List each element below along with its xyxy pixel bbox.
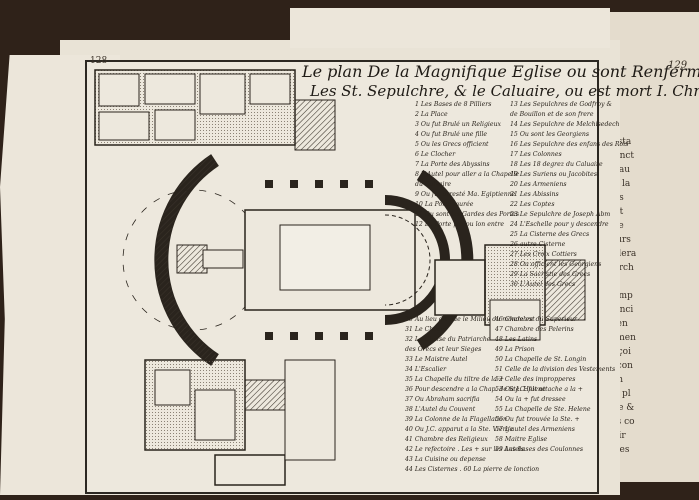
legend-entry: de Bouillon et de son frere — [510, 111, 594, 118]
legend-entry: 59 Les bases des Coulonnes — [495, 446, 584, 453]
church-floor-plan — [94, 69, 586, 486]
legend-entry: 2 La Place — [415, 111, 448, 118]
legend-entry: 5 Ou les Grecs officient — [415, 141, 489, 148]
legend-entry: 41 Chambre des Religieux — [405, 436, 488, 443]
legend-entry: 49 La Prison — [495, 346, 535, 353]
right-page-text-fragment: lemen — [608, 333, 636, 343]
legend-entry: 51 Celle de la division des Vestements — [495, 366, 616, 373]
legend-entry: 30 Au lieu dit que le Milieu du monde es… — [405, 316, 535, 323]
sheet-top-margin — [290, 8, 610, 48]
legend-entry: 6 Le Clocher — [415, 151, 456, 158]
legend-entry: 12 La Porte par ou lon entre — [415, 221, 504, 228]
legend-entry: 31 Le Choeur — [405, 326, 448, 333]
legend-entry: 9 Ou fut arresté Ma. Egiptienne — [415, 191, 516, 198]
right-page-text-fragment: fes co — [608, 417, 635, 427]
legend-entry: 1 Les Bases de 8 Pilliers — [415, 101, 492, 108]
north-buildings — [94, 69, 336, 151]
legend-entry: 54 Ou la + fut dressee — [495, 396, 566, 403]
legend-right-column-2: 13 Les Sepulchres de Godfroy & de Bouillo… — [510, 100, 628, 290]
legend-entry: 15 Ou sont les Georgiens — [510, 131, 590, 138]
legend-entry: 4 Ou fut Brulé une fille — [415, 131, 488, 138]
legend-entry: 38 L'Autel du Couvent — [405, 406, 476, 413]
right-page-text-fragment: pre & — [608, 403, 635, 413]
legend-entry: 19 Les Suriens ou Jacobites — [510, 171, 598, 178]
legend-entry: 17 Les Colonnes — [510, 151, 562, 158]
legend-entry: 56 Ou fut trouvée la Ste. + — [495, 416, 580, 423]
right-page-text-fragment: comp — [608, 291, 633, 301]
legend-bottom-column-2: 46 Chambre du Superieur 47 Chambre des Pe… — [495, 315, 615, 455]
legend-entry: 55 La Chapelle de Ste. Helene — [495, 406, 591, 413]
legend-entry: 20 Les Armeniens — [510, 181, 567, 188]
legend-entry: des Grecs et leur Sieges — [405, 346, 482, 353]
legend-entry: 40 Ou J.C. apparut a la Ste. Vierge — [405, 426, 514, 433]
legend-entry: 25 La Cisterne des Grecs — [510, 231, 590, 238]
legend-entry: 52 Celle des impropperes — [495, 376, 576, 383]
legend-right-column-1: 1 Les Bases de 8 Pilliers 2 La Place 3 Ou … — [415, 100, 519, 230]
legend-entry: 58 Maitre Eglise — [495, 436, 548, 443]
legend-entry: 37 Ou Abraham sacrifia — [405, 396, 480, 403]
south-buildings — [144, 359, 336, 486]
legend-entry: 28 Ou officient les Georgiens — [510, 261, 602, 268]
east-chapels — [434, 244, 586, 341]
legend-entry: 8 L'Autel pour aller a la Chapelle — [415, 171, 520, 178]
legend-entry: 42 Le refectoire . Les + sur les Autels — [405, 446, 525, 453]
legend-entry: 34 L'Escalier — [405, 366, 447, 373]
columns — [265, 180, 373, 340]
legend-bottom-column-1: 30 Au lieu dit que le Milieu du monde es… — [405, 315, 546, 475]
legend-entry: 11 Ou sont les Gardes des Portes — [415, 211, 520, 218]
legend-entry: 14 Les Sepulchre de Melchisedech — [510, 121, 620, 128]
right-page-text-fragment: fainct — [608, 151, 635, 161]
legend-entry: du Calvaire — [415, 181, 452, 188]
right-page-number: 129 — [668, 60, 688, 71]
legend-entry: 33 Le Maistre Autel — [405, 356, 468, 363]
legend-entry: 57 L'autel des Armeniens — [495, 426, 575, 433]
legend-entry: 36 Pour descendre a la Chap. de Ste. Hel… — [405, 386, 546, 393]
right-page-text-fragment: sidera — [608, 249, 637, 259]
legend-entry: 13 Les Sepulchres de Godfroy & — [510, 101, 612, 108]
legend-entry: 21 Les Abissins — [510, 191, 559, 198]
legend-entry: 24 L'Eschelle pour y descendre — [510, 221, 609, 228]
rotunda — [122, 154, 264, 366]
legend-entry: 44 Les Cisternes . 60 La pierre de lonct… — [405, 466, 540, 473]
right-page-text-fragment: fainci — [608, 305, 634, 315]
right-page-text-fragment: l'arch — [608, 263, 634, 273]
legend-entry: 7 La Porte des Abyssins — [415, 161, 490, 168]
legend-entry: 26 autre Cisterne — [510, 241, 566, 248]
legend-entry: 35 La Chapelle du tiltre de la + — [405, 376, 505, 383]
legend-entry: 3 Ou fut Brulé un Religieux — [415, 121, 502, 128]
plan-title-line2: Les St. Sepulchre, & le Caluaire, ou est… — [310, 82, 699, 100]
legend-entry: 27 Les Croix Cottiers — [510, 251, 577, 258]
left-page-number: 128 — [90, 56, 108, 66]
legend-entry: 53 Ou J.C. fut attache a la + — [495, 386, 583, 393]
legend-entry: 32 La Chaise du Patriarche — [405, 336, 491, 343]
legend-entry: 39 La Colonne de la Flagellation — [405, 416, 507, 423]
legend-entry: 43 La Cuisine ou depense — [405, 456, 486, 463]
plan-title-line1: Le plan De la Magnifique Eglise ou sont … — [302, 62, 699, 81]
legend-entry: 47 Chambre des Pelerins — [495, 326, 574, 333]
right-page-text-fragment: incon — [608, 361, 633, 371]
legend-entry: 46 Chambre du Superieur — [495, 316, 577, 323]
legend-entry: 16 Les Sepulchre des enfans des Rois — [510, 141, 629, 148]
legend-entry: 18 Les 18 degrez du Caluaire — [510, 161, 603, 168]
legend-entry: 29 La Sacristie des Grecs — [510, 271, 591, 278]
legend-entry: 23 Le Sepulchre de Joseph Abm — [510, 211, 611, 218]
legend-entry: 48 Les Latins — [495, 336, 538, 343]
legend-entry: 10 La Porte murée — [415, 201, 474, 208]
legend-entry: 30 L'Autel des Grecs — [510, 281, 576, 288]
legend-entry: 50 La Chapelle de St. Longin — [495, 356, 587, 363]
legend-entry: 22 Les Coptes — [510, 201, 555, 208]
